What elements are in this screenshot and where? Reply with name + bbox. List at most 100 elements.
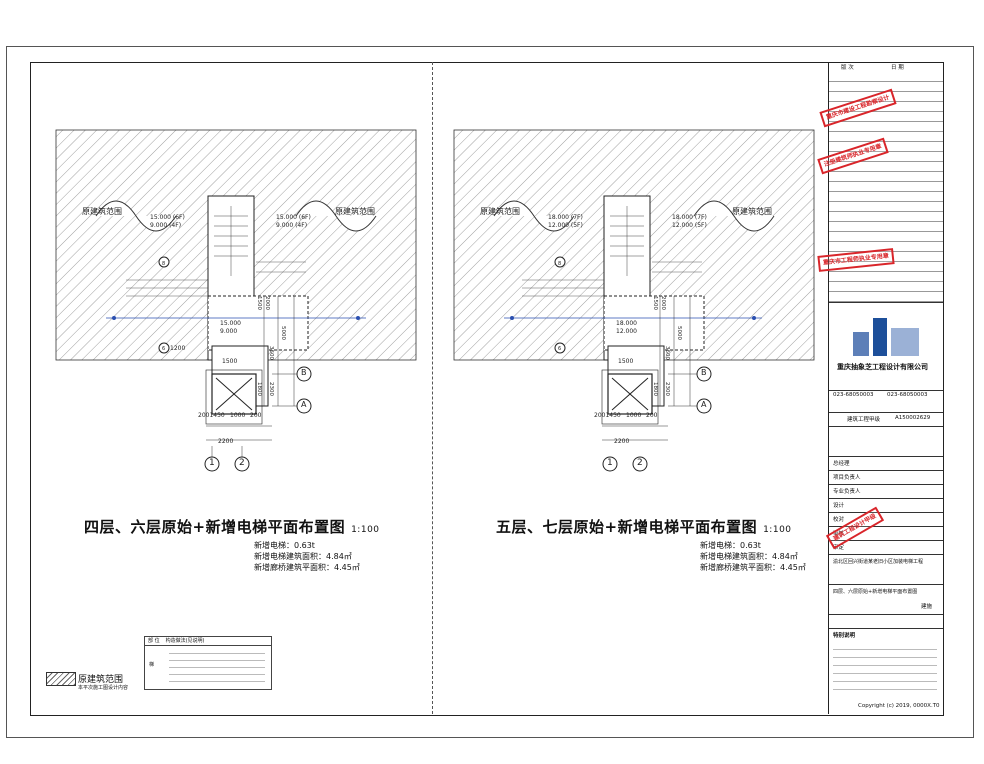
right-plan-drawing [453,129,815,472]
construction-notes-table: 部 位 构造做法(见说明) 梯 [144,636,272,690]
dim-bottom-4-r: 2200 [614,438,630,445]
dim-v-6-r: 2300 [664,382,670,396]
axis-label-1-r: 1 [607,458,613,468]
role-row-5: 校对 [829,512,943,527]
project-row: 渝北区回兴街道某老旧小区加装电梯工程 [829,554,943,585]
drawing-name-row: 四层、六层原始+新增电梯平面布置图 建施 [829,584,943,615]
callout-a: 8 [162,261,166,267]
binding-strip [8,66,22,236]
elev-right-2: 9.000 (4F) [276,222,308,229]
role-row-3: 专业负责人 [829,484,943,499]
dim-v-5: 1800 [256,382,262,396]
role-project-lead: 项目负责人 [833,475,861,481]
axis-label-2: 2 [239,458,245,468]
annot-1200: 1200 [170,345,186,352]
building-range-label-left-r: 原建筑范围 [480,207,520,216]
axis-label-B: B [301,368,307,377]
dim-bottom-1-r: 2001450 [594,412,621,419]
left-plan-scale: 1:100 [351,525,380,535]
role-row-4: 设计 [829,498,943,513]
elev-bridge-1: 15.000 [220,320,241,327]
copyright-text: Copyright (c) 2019, 0000X.T0 [858,703,940,709]
axis-label-2-r: 2 [637,458,643,468]
role-row-6: 审核 [829,526,943,541]
axis-label-1: 1 [209,458,215,468]
left-plan-title: 四层、六层原始+新增电梯平面布置图 1:100 [84,516,380,537]
dim-v-2-r: 5000 [676,326,682,340]
axis-bubble-2 [632,456,648,472]
dim-bottom-3-r: 200 [646,412,658,419]
rev-header-date: 日 期 [891,65,904,71]
role-check: 校对 [833,517,845,523]
right-plan-specs: 新增电梯：0.63t 新增电梯建筑面积：4.84㎡ 新增廊桥建筑平面积：4.45… [700,540,806,573]
elev-left-1: 15.000 (6F) [150,214,185,221]
elev-right-2-r: 12.000 (5F) [672,222,707,229]
remarks-row: 特别说明 [829,628,943,696]
dim-bottom-4: 2200 [218,438,234,445]
notes-row-label: 梯 [149,662,155,668]
callout-b: 6 [162,346,166,352]
role-approve: 审定 [833,545,845,551]
legend-sub-label: 本平次施工图设计内容 [78,685,129,691]
axis-bubble-2 [234,456,250,472]
notes-header-method: 构造做法(见说明) [165,638,205,644]
drawing-frame [30,62,944,716]
elev-right-1-r: 18.000 (7F) [672,214,707,221]
cooperation-row [829,426,943,457]
bridge-corridor [603,295,705,351]
company-logo-area: 重庆抽象芝工程设计有限公司 [829,312,943,391]
dim-v-1: 2000 [264,296,270,310]
left-plan-title-text: 四层、六层原始+新增电梯平面布置图 [84,518,346,536]
dim-v-4: 3600 [268,346,274,360]
callout-b-r: 6 [558,346,562,352]
cert-row: 建筑工程甲级 A150002629 [829,412,943,427]
elev-bridge-2-r: 12.000 [616,328,637,335]
notes-header-part: 部 位 [148,638,160,644]
sheet-divider [432,62,433,714]
building-range-label-left: 原建筑范围 [82,207,122,216]
cert-grade: 建筑工程甲级 [847,417,881,423]
title-block: 版 次 日 期 重庆抽象芝工程设计有限公司 023-68050003 023-6… [828,62,943,714]
left-plan-drawing [55,129,417,472]
role-general-manager: 总经理 [833,461,850,467]
company-name: 重庆抽象芝工程设计有限公司 [837,363,928,371]
elev-right-1: 15.000 (6F) [276,214,311,221]
role-row-2: 项目负责人 [829,470,943,485]
dim-1500: 1500 [222,358,238,365]
dim-v-1-r: 2000 [660,296,666,310]
company-logo-icon [853,318,919,356]
bridge-corridor [207,295,309,351]
left-spec-bridge: 新增廊桥建筑平面积：4.45㎡ [254,563,360,572]
dim-bottom-1: 2001450 [198,412,225,419]
axis-label-A: A [301,400,307,409]
remarks-lines [833,642,937,690]
role-review: 审核 [833,531,845,537]
revision-rows [829,72,943,303]
sheet-stage: 建施 [921,604,933,610]
dim-v-3-r: 1500 [652,296,658,310]
contact-row: 023-68050003 023-68050003 [829,390,943,413]
legend-label: 原建筑范围 [78,675,124,685]
role-design: 设计 [833,503,845,509]
dim-v-4-r: 3600 [664,346,670,360]
elev-bridge-2: 9.000 [220,328,238,335]
elev-left-2-r: 12.000 (5F) [548,222,583,229]
left-plan-specs: 新增电梯：0.63t 新增电梯建筑面积：4.84㎡ 新增廊桥建筑平面积：4.45… [254,540,360,573]
dim-1500-r: 1500 [618,358,634,365]
company-tel-1: 023-68050003 [833,392,874,398]
dim-v-3: 1500 [256,296,262,310]
sheet-number-row [829,614,943,629]
axis-bubble-1 [602,456,618,472]
role-row-1: 总经理 [829,456,943,471]
dim-bottom-3: 200 [250,412,262,419]
building-range-label-right: 原建筑范围 [335,207,375,216]
rev-header-version: 版 次 [841,65,854,71]
building-range-label-right-r: 原建筑范围 [732,207,772,216]
drawing-name: 四层、六层原始+新增电梯平面布置图 [833,589,918,595]
role-discipline-lead: 专业负责人 [833,489,861,495]
left-spec-area: 新增电梯建筑面积：4.84㎡ [254,552,352,561]
dim-v-2: 5000 [280,326,286,340]
project-name: 渝北区回兴街道某老旧小区加装电梯工程 [833,559,924,565]
notes-lines [169,647,265,685]
